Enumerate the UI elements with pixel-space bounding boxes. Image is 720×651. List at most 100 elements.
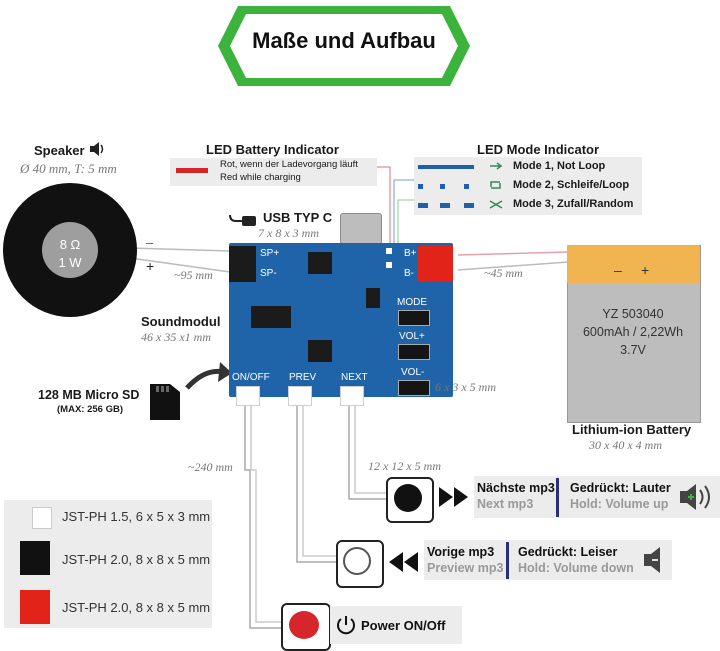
prev-sub: Preview mp3 <box>427 561 504 575</box>
pcb-vol-plus-label: VOL+ <box>399 331 425 342</box>
fast-forward-icon <box>439 487 468 507</box>
divider <box>506 542 509 579</box>
usb-dims: 7 x 8 x 3 mm <box>258 226 319 240</box>
ic-chip <box>251 306 291 328</box>
pcb-prev-label: PREV <box>289 372 317 383</box>
next-title: Nächste mp3 <box>477 481 555 495</box>
mode-3-label: Mode 3, Zufall/Random <box>513 198 634 210</box>
prev-connector <box>288 386 312 406</box>
prev-hold-title: Gedrückt: Leiser <box>518 545 618 559</box>
next-hold-sub: Hold: Volume up <box>570 497 669 511</box>
jst-ph20-black-swatch <box>20 541 50 575</box>
ic-chip <box>308 252 332 274</box>
speaker-connector <box>229 246 256 282</box>
speaker-impedance: 8 Ω <box>59 237 81 252</box>
power-button-cap <box>289 611 319 639</box>
ic-chip <box>366 288 380 308</box>
battery-wire-length: ~45 mm <box>484 266 523 280</box>
volume-down-icon <box>644 547 660 573</box>
battery-top-band <box>567 245 699 283</box>
next-connector <box>340 386 364 406</box>
battery-connector <box>418 246 453 282</box>
led-red-indicator <box>176 168 208 173</box>
onoff-connector <box>236 386 260 406</box>
power-icon <box>337 616 355 635</box>
next-hold-title: Gedrückt: Lauter <box>570 481 671 495</box>
jst-ph20-red-swatch <box>20 590 50 624</box>
legend-jst-ph20-black: JST-PH 2.0, 8 x 8 x 5 mm <box>62 552 211 567</box>
loop-icon <box>490 181 501 189</box>
led-battery-de: Rot, wenn der Ladevorgang läuft <box>220 159 358 170</box>
mode3-led-dash <box>464 203 474 208</box>
divider <box>556 478 559 517</box>
page-title: Maße und Aufbau <box>252 28 436 53</box>
usb-port <box>340 213 382 247</box>
next-button-cap <box>394 484 422 512</box>
pcb-b-plus: B+ <box>404 248 417 259</box>
next-info-box <box>474 476 720 518</box>
pcb-led <box>386 248 392 254</box>
title-badge <box>218 6 470 86</box>
mode2-led-dot <box>418 184 423 189</box>
main-wire-length: ~240 mm <box>188 460 233 474</box>
battery-model: YZ 503040 <box>602 307 664 321</box>
volume-up-icon <box>680 484 710 510</box>
power-info-box <box>330 606 462 644</box>
mode3-led-dash <box>440 203 450 208</box>
legend-jst-ph20-red: JST-PH 2.0, 8 x 8 x 5 mm <box>62 600 211 615</box>
shuffle-icon <box>489 200 503 209</box>
pcb-b-minus: B- <box>404 268 414 279</box>
battery-plus: + <box>641 262 650 278</box>
mode2-led-dot <box>440 184 445 189</box>
led-battery-en: Red while charging <box>220 172 301 183</box>
usb-cable-icon <box>229 214 256 226</box>
pcb-onoff-label: ON/OFF <box>232 372 270 383</box>
vol-plus-switch[interactable] <box>398 344 430 360</box>
led-battery-label: LED Battery Indicator <box>206 142 339 157</box>
pcb-sp-plus: SP+ <box>260 248 280 259</box>
pcb-led <box>386 262 392 268</box>
mode2-led-dot <box>464 184 469 189</box>
speaker-icon <box>90 142 104 156</box>
mode-1-label: Mode 1, Not Loop <box>513 160 606 172</box>
ic-chip <box>308 340 332 362</box>
pcb-sp-minus: SP- <box>260 268 277 279</box>
button-dims: 12 x 12 x 5 mm <box>368 459 441 473</box>
battery-minus: – <box>614 262 622 278</box>
no-loop-icon <box>490 162 503 170</box>
pcb-mode-label: MODE <box>397 297 427 308</box>
soundmodul-label: Soundmodul <box>141 314 221 329</box>
prev-button-cap <box>343 547 371 575</box>
battery-dims: 30 x 40 x 4 mm <box>589 438 662 452</box>
speaker-graphic <box>3 183 137 317</box>
speaker-power: 1 W <box>58 255 82 270</box>
rewind-icon <box>389 552 418 572</box>
pcb-next-label: NEXT <box>341 372 368 383</box>
usb-label: USB TYP C <box>263 210 333 225</box>
vol-minus-switch[interactable] <box>398 380 430 396</box>
mode1-led-pattern <box>418 165 474 169</box>
prev-hold-sub: Hold: Volume down <box>518 561 634 575</box>
battery-voltage: 3.7V <box>620 343 646 357</box>
speaker-label: Speaker <box>34 143 85 158</box>
prev-info-box <box>424 540 672 580</box>
legend-jst-ph15: JST-PH 1.5, 6 x 5 x 3 mm <box>62 509 211 524</box>
mode3-led-dash <box>418 203 428 208</box>
battery-label: Lithium-ion Battery <box>572 422 692 437</box>
microsd-card-icon <box>150 384 180 420</box>
mode-switch[interactable] <box>398 310 430 326</box>
soundmodul-dims: 46 x 35 x1 mm <box>141 330 211 344</box>
power-label: Power ON/Off <box>361 618 446 633</box>
prev-title: Vorige mp3 <box>427 545 495 559</box>
pcb-vol-minus-label: VOL- <box>401 367 425 378</box>
next-sub: Next mp3 <box>477 497 534 511</box>
speaker-minus: – <box>146 235 154 250</box>
mode-2-label: Mode 2, Schleife/Loop <box>513 179 630 191</box>
speaker-wire-length: ~95 mm <box>174 268 213 282</box>
microsd-label: 128 MB Micro SD <box>38 388 140 402</box>
led-mode-label: LED Mode Indicator <box>477 142 600 157</box>
battery-capacity: 600mAh / 2,22Wh <box>582 325 684 339</box>
switch-dims: 6 x 3 x 5 mm <box>435 380 496 394</box>
jst-ph15-swatch <box>32 507 52 529</box>
